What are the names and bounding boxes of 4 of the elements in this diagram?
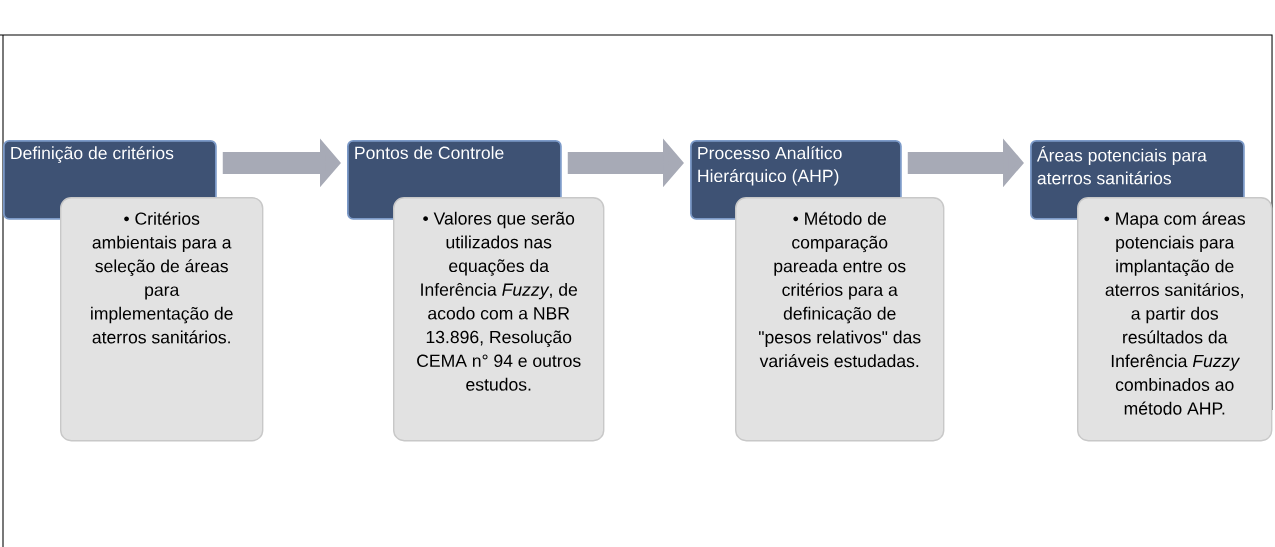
description-box: • Critérios ambientais para a seleção de áreas para implementação de aterros sanitários.	[60, 197, 264, 442]
description-box: • Mapa com áreas potenciais para implantação de aterros sanitários, a partir dos resúltados da Inferência Fuzzy combinados ao método AHP.	[1077, 197, 1273, 442]
description-box: • Método de comparação pareada entre os critérios para a definicação de "pesos relativos" das variáveis estudadas.	[735, 197, 945, 442]
description-box: • Valores que serão utilizados nas equações da Inferência Fuzzy, de acodo com a NBR 13.896, Resolução CEMA n° 94 e outros estudos.	[393, 197, 605, 442]
